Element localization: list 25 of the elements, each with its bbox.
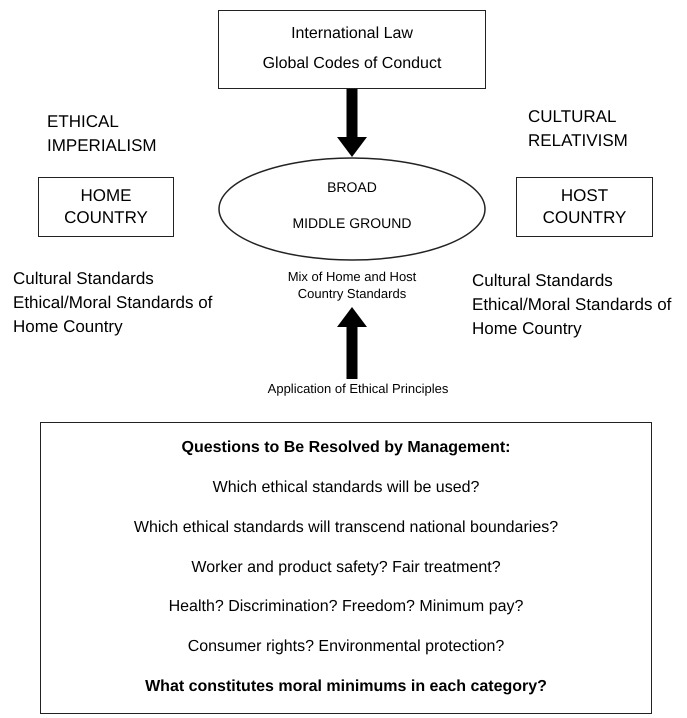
question-text: Health? Discrimination? Freedom? Minimum pay? <box>168 597 524 618</box>
ellipse-text: MIDDLE GROUND <box>291 215 412 231</box>
standards-text: Cultural Standards Ethical/Moral Standards of Home Country <box>472 270 672 340</box>
question-text: Worker and product safety? Fair treatment? <box>191 558 501 578</box>
box-text: Global Codes of Conduct <box>262 54 442 74</box>
question-text: Which ethical standards will transcend national boundaries? <box>134 518 558 538</box>
caption-text: Mix of Home and Host Country Standards <box>286 269 418 303</box>
box-text: International Law <box>291 24 413 44</box>
approach-heading: CULTURAL RELATIVISM <box>528 106 629 152</box>
ellipse-text: BROAD <box>326 179 378 195</box>
block-arrow <box>337 89 367 157</box>
law-box <box>218 10 486 89</box>
heading: Questions to Be Resolved by Management: <box>182 438 510 458</box>
question-text: What constitutes moral minimums in each category? <box>145 676 547 697</box>
standards-text: Cultural Standards Ethical/Moral Standards of Home Country <box>13 268 214 338</box>
block-arrow <box>337 307 367 379</box>
box-text: HOST COUNTRY <box>542 184 628 229</box>
questions-box <box>40 422 652 714</box>
question-text: Consumer rights? Environmental protection? <box>188 636 504 657</box>
approach-heading: ETHICAL IMPERIALISM <box>47 111 158 157</box>
caption-text: Application of Ethical Principles <box>228 379 488 399</box>
country-box <box>516 177 653 237</box>
question-text: Which ethical standards will be used? <box>212 478 480 498</box>
box-text: HOME COUNTRY <box>63 184 149 229</box>
country-box <box>38 177 174 237</box>
